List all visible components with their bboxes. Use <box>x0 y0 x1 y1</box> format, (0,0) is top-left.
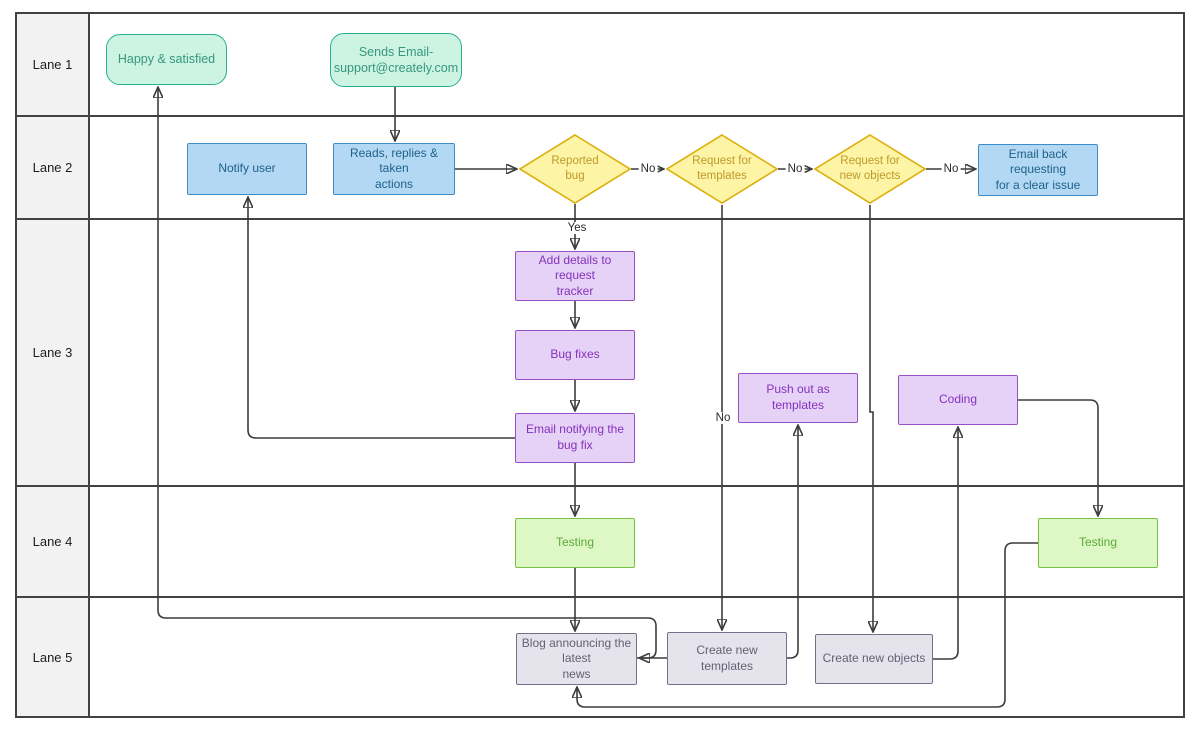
node-label: Bug fixes <box>550 347 600 362</box>
node-coding[interactable]: Coding <box>898 375 1018 425</box>
node-reads-replies[interactable]: Reads, replies & taken actions <box>333 143 455 195</box>
decision-request-new-objects[interactable]: Request for new objects <box>814 134 926 204</box>
lane-header-4[interactable]: Lane 4 <box>17 487 90 596</box>
lane-label: Lane 4 <box>32 534 73 549</box>
edge-label-yes: Yes <box>565 222 589 234</box>
lane-header-2[interactable]: Lane 2 <box>17 117 90 218</box>
diamond-shape <box>814 134 926 204</box>
decision-request-templates[interactable]: Request for templates <box>666 134 778 204</box>
node-label: Push out as templates <box>766 382 830 412</box>
decision-reported-bug[interactable]: Reported bug <box>519 134 631 204</box>
node-label: Testing <box>1078 535 1118 550</box>
lane-header-1[interactable]: Lane 1 <box>17 14 90 115</box>
node-add-details[interactable]: Add details to request tracker <box>515 251 635 301</box>
node-happy-satisfied[interactable]: Happy & satisfied <box>106 34 227 85</box>
diamond-shape <box>666 134 778 204</box>
node-email-back[interactable]: Email back requesting for a clear issue <box>978 144 1098 196</box>
node-testing-2[interactable]: Testing <box>1038 518 1158 568</box>
node-label: Coding <box>938 392 978 407</box>
node-label: Request for new objects <box>839 155 901 182</box>
lane-label: Lane 5 <box>32 649 73 665</box>
edge-label-no-1: No <box>638 163 658 175</box>
lane-header-5[interactable]: Lane 5 <box>17 598 90 716</box>
lane-label: Lane 1 <box>32 57 73 72</box>
node-testing-1[interactable]: Testing <box>515 518 635 568</box>
node-label: Email notifying the bug fix <box>525 422 625 452</box>
node-notify-user[interactable]: Notify user <box>187 143 307 195</box>
node-label: Blog announcing the latest news <box>521 635 632 681</box>
edge-label-no-3: No <box>941 163 961 175</box>
node-label: Notify user <box>218 161 276 176</box>
node-label: Happy & satisfied <box>117 52 216 67</box>
lane-header-3[interactable]: Lane 3 <box>17 220 90 485</box>
node-label: Sends Email- support@creately.com <box>333 44 459 75</box>
edge-label-no-4: No <box>713 412 733 424</box>
node-label: Reported bug <box>551 155 599 182</box>
node-label: Add details to request tracker <box>538 252 612 298</box>
node-bug-fixes[interactable]: Bug fixes <box>515 330 635 380</box>
node-label: Create new templates <box>696 642 758 673</box>
edge-label-no-2: No <box>785 163 805 175</box>
node-label: Create new objects <box>822 651 926 666</box>
lane-label: Lane 3 <box>32 345 73 360</box>
node-label: Testing <box>555 535 595 550</box>
node-label: Reads, replies & taken actions <box>349 145 439 191</box>
node-label: Request for templates <box>692 155 752 182</box>
node-sends-email[interactable]: Sends Email- support@creately.com <box>330 33 462 87</box>
node-email-notifying[interactable]: Email notifying the bug fix <box>515 413 635 463</box>
node-label: Email back requesting for a clear issue <box>995 146 1081 192</box>
node-push-templates[interactable]: Push out as templates <box>738 373 858 423</box>
node-create-templates[interactable]: Create new templates <box>667 632 787 685</box>
lane-label: Lane 2 <box>32 160 73 175</box>
lane-row-5: Lane 5 <box>17 598 1183 716</box>
node-blog-announcing[interactable]: Blog announcing the latest news <box>516 633 637 685</box>
node-create-objects[interactable]: Create new objects <box>815 634 933 684</box>
